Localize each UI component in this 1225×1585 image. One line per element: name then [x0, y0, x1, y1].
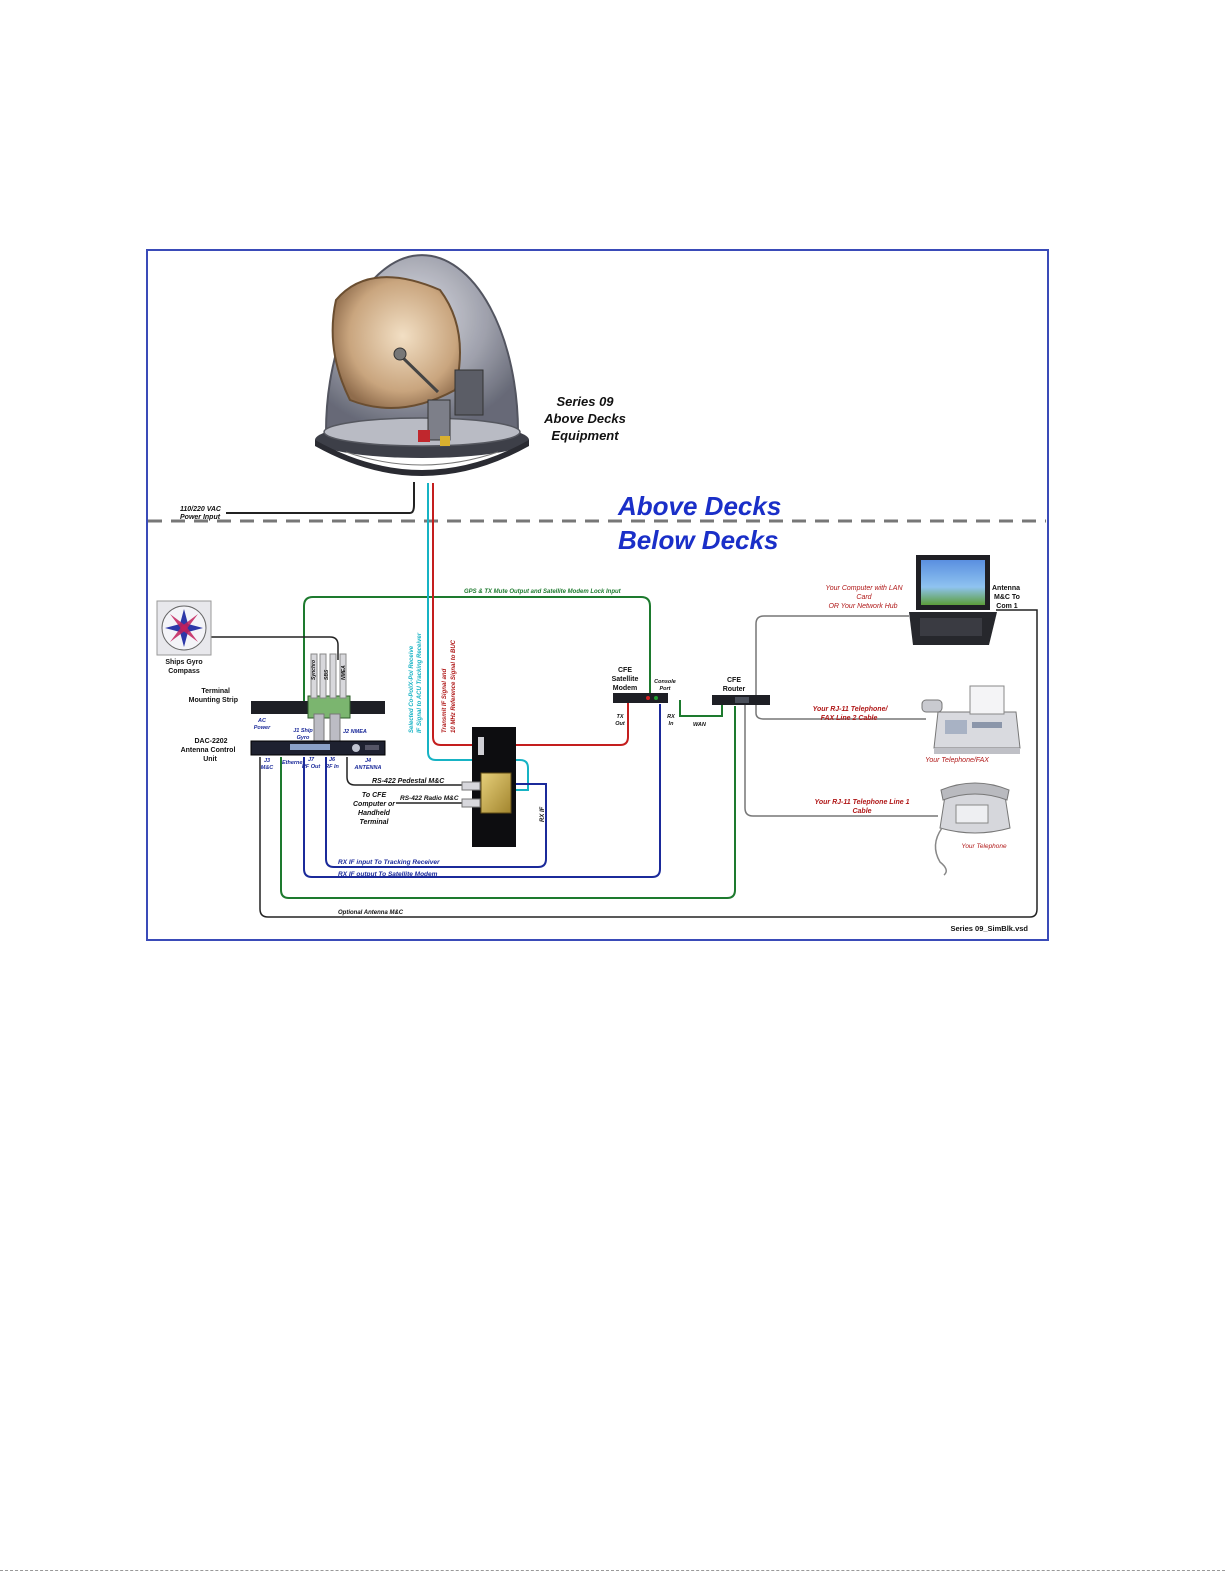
- rx-output-cable: [303, 704, 661, 878]
- to-cfe-label-4: Terminal: [360, 819, 390, 826]
- modem-label-3: Modem: [613, 685, 638, 692]
- rs422-pedestal-label: RS-422 Pedestal M&C: [372, 778, 445, 785]
- cfe-satellite-modem: [613, 693, 668, 703]
- tx-out-label-1: TX: [616, 714, 623, 720]
- gyro-label-1: Ships Gyro: [165, 659, 202, 666]
- phone-line-label-1: Your RJ-11 Telephone Line 1: [814, 799, 909, 806]
- rs422-radio-label: RS-422 Radio M&C: [400, 795, 459, 802]
- phone-cable: [744, 705, 938, 817]
- computer-label-1: Your Computer with LAN: [825, 585, 903, 592]
- red-tx-label-1: Transmit IF Signal and: [442, 668, 448, 733]
- j2-nmea-label: J2 NMEA: [343, 729, 367, 735]
- router-label-1: CFE: [727, 677, 741, 684]
- j3-mc-label-2: M&C: [261, 765, 275, 771]
- sbs-port-label: SBS: [324, 669, 330, 680]
- fax-cable: [755, 702, 926, 720]
- to-cfe-label-3: Handheld: [358, 810, 391, 817]
- series-title-line-3: Equipment: [551, 428, 619, 443]
- antenna-mc-label-1: Antenna: [992, 585, 1020, 592]
- rf-in-label-1: J6: [329, 757, 336, 763]
- laptop-icon: [909, 555, 997, 645]
- fax-line-label-2: FAX Line 2 Cable: [821, 715, 878, 722]
- dac-label-2: Antenna Control: [181, 747, 236, 754]
- dac-label-1: DAC-2202: [194, 738, 227, 745]
- j1-gyro-label-2: Gyro: [297, 735, 310, 741]
- radome-antenna: [315, 254, 529, 476]
- j3-mc-label-1: J3: [264, 758, 270, 764]
- j1-gyro-label-1: J1 Ship: [293, 728, 313, 734]
- modem-label-2: Satellite: [612, 676, 639, 683]
- computer-label-2: Card: [856, 594, 872, 601]
- terminal-strip-label-2: Mounting Strip: [189, 697, 238, 704]
- series-title-line-2: Above Decks: [543, 411, 626, 426]
- gyro-label-2: Compass: [168, 668, 200, 675]
- red-tx-cable: [432, 483, 629, 746]
- ac-power-label-2: Power: [254, 725, 271, 731]
- terminal-strip-label-1: Terminal: [201, 688, 230, 695]
- antenna-mc-label-2: M&C To: [994, 594, 1020, 601]
- rx-input-cable: [325, 757, 547, 868]
- optional-antenna-mc-cable: [259, 609, 1038, 918]
- power-input-cable: [226, 482, 415, 514]
- terminal-mounting-strip: [251, 653, 385, 745]
- below-decks-heading: Below Decks: [618, 525, 778, 555]
- j4-antenna-label-1: J4: [365, 758, 371, 764]
- telephone-icon: [934, 782, 1011, 876]
- diagram-frame: [146, 249, 1049, 941]
- modem-label-1: CFE: [618, 667, 632, 674]
- console-port-label-1: Console: [654, 679, 676, 685]
- antenna-mc-label-3: Com 1: [996, 603, 1018, 610]
- cfe-router: [712, 695, 770, 705]
- cyan-if-cable: [427, 483, 529, 791]
- red-tx-label-2: 10 MHz Reference Signal to BUC: [451, 639, 457, 733]
- power-input-label-1: 110/220 VAC: [180, 506, 222, 513]
- rs422-pedestal-cable: [346, 757, 480, 786]
- computer-label-3: OR Your Network Hub: [828, 603, 897, 610]
- nmea-port-label: NMEA: [341, 665, 347, 680]
- phone-line-label-2: Cable: [852, 808, 871, 815]
- fax-machine-icon: [921, 685, 1021, 754]
- to-cfe-label-1: To CFE: [362, 792, 387, 799]
- wan-cable: [679, 700, 723, 717]
- series-title-line-1: Series 09: [556, 394, 614, 409]
- gyro-compass-icon: [156, 600, 212, 656]
- rf-in-label-2: RF In: [325, 764, 339, 770]
- router-label-2: Router: [723, 686, 746, 693]
- rf-out-label-1: J7: [308, 757, 315, 763]
- fax-line-label-1: Your RJ-11 Telephone/: [813, 706, 889, 713]
- your-phone-label: Your Telephone: [961, 843, 1007, 850]
- wan-label: WAN: [693, 722, 707, 728]
- console-port-label-2: Port: [660, 686, 672, 692]
- above-decks-heading: Above Decks: [617, 491, 781, 521]
- ethernet-cable: [280, 706, 736, 899]
- lan-cable: [755, 615, 909, 700]
- rx-in-label-1: RX: [667, 714, 675, 720]
- below-decks-rack-panel: [461, 727, 516, 847]
- rx-output-label: RX IF output To Satellite Modem: [338, 871, 438, 878]
- dac-label-3: Unit: [203, 756, 217, 763]
- optional-mc-label: Optional Antenna M&C: [338, 910, 404, 916]
- filename-label: Series 09_SimBlk.vsd: [950, 924, 1028, 933]
- your-fax-label: Your Telephone/FAX: [925, 757, 989, 764]
- rx-in-label-2: In: [669, 721, 675, 727]
- cyan-if-label-1: Selected Co-Pol/X-Pol Receive: [409, 645, 415, 733]
- rx-input-label: RX IF input To Tracking Receiver: [338, 859, 440, 866]
- gps-mute-label: GPS & TX Mute Output and Satellite Modem…: [464, 589, 622, 595]
- rf-out-label-2: RF Out: [302, 764, 321, 770]
- page-bottom-rule: [0, 1570, 1225, 1571]
- j4-antenna-label-2: ANTENNA: [354, 765, 382, 771]
- ac-power-label-1: AC: [257, 718, 267, 724]
- to-cfe-label-2: Computer or: [353, 801, 396, 808]
- dac-2202-unit: [250, 740, 386, 756]
- cyan-if-label-2: IF Signal to ACU Tracking Receiver: [417, 632, 423, 733]
- tx-out-label-2: Out: [615, 721, 626, 727]
- gps-mute-cable: [303, 596, 651, 702]
- gyro-cable: [211, 636, 339, 660]
- power-input-label-2: Power Input: [180, 514, 221, 521]
- ethernet-label: Ethernet: [282, 760, 305, 766]
- rx-if-label: RX IF: [540, 806, 546, 822]
- synchro-port-label: Synchro: [311, 660, 317, 680]
